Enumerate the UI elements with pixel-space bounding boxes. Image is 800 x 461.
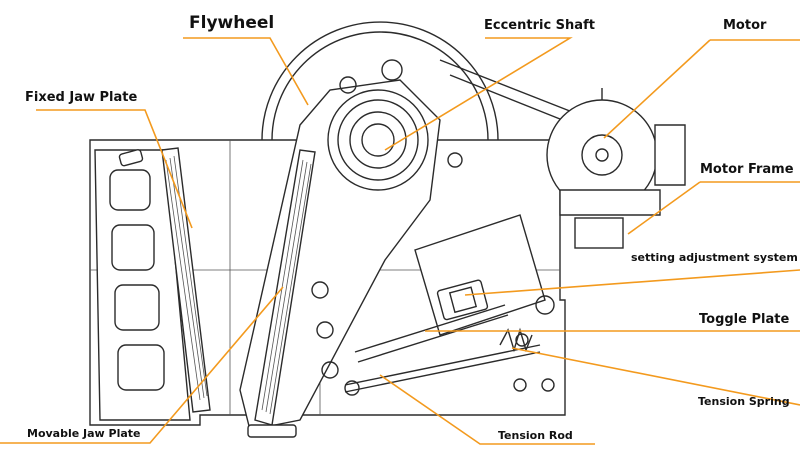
- tension-spring-label: Tension Spring: [698, 395, 790, 408]
- flywheel-label: Flywheel: [189, 13, 275, 33]
- frame-side-body: [94, 149, 191, 421]
- motor: [546, 88, 686, 211]
- setting-adjustment-system: [414, 214, 546, 336]
- eccentric-shaft-label: Eccentric Shaft: [484, 18, 595, 33]
- fixed-jaw-plate: [118, 147, 211, 413]
- motor-frame-label: Motor Frame: [700, 162, 794, 177]
- eccentric-shaft: [327, 59, 429, 191]
- setting-adjustment-system-label: setting adjustment system: [631, 251, 798, 264]
- toggle-plate-label: Toggle Plate: [699, 312, 790, 327]
- drive-belt: [439, 59, 581, 126]
- flywheel: [261, 21, 499, 141]
- bolt: [513, 378, 527, 392]
- motor-frame: [559, 189, 661, 249]
- tension-rod: [344, 344, 541, 396]
- motor-label: Motor: [723, 18, 767, 33]
- tension-rod-label: Tension Rod: [498, 429, 573, 442]
- toggle-plate: [354, 304, 509, 363]
- bolt: [535, 295, 555, 315]
- bolt: [447, 152, 463, 168]
- fixed-jaw-plate-label: Fixed Jaw Plate: [25, 90, 138, 105]
- bolt: [541, 378, 555, 392]
- leader-lines: [0, 37, 800, 445]
- movable-jaw-plate-label: Movable Jaw Plate: [27, 427, 141, 440]
